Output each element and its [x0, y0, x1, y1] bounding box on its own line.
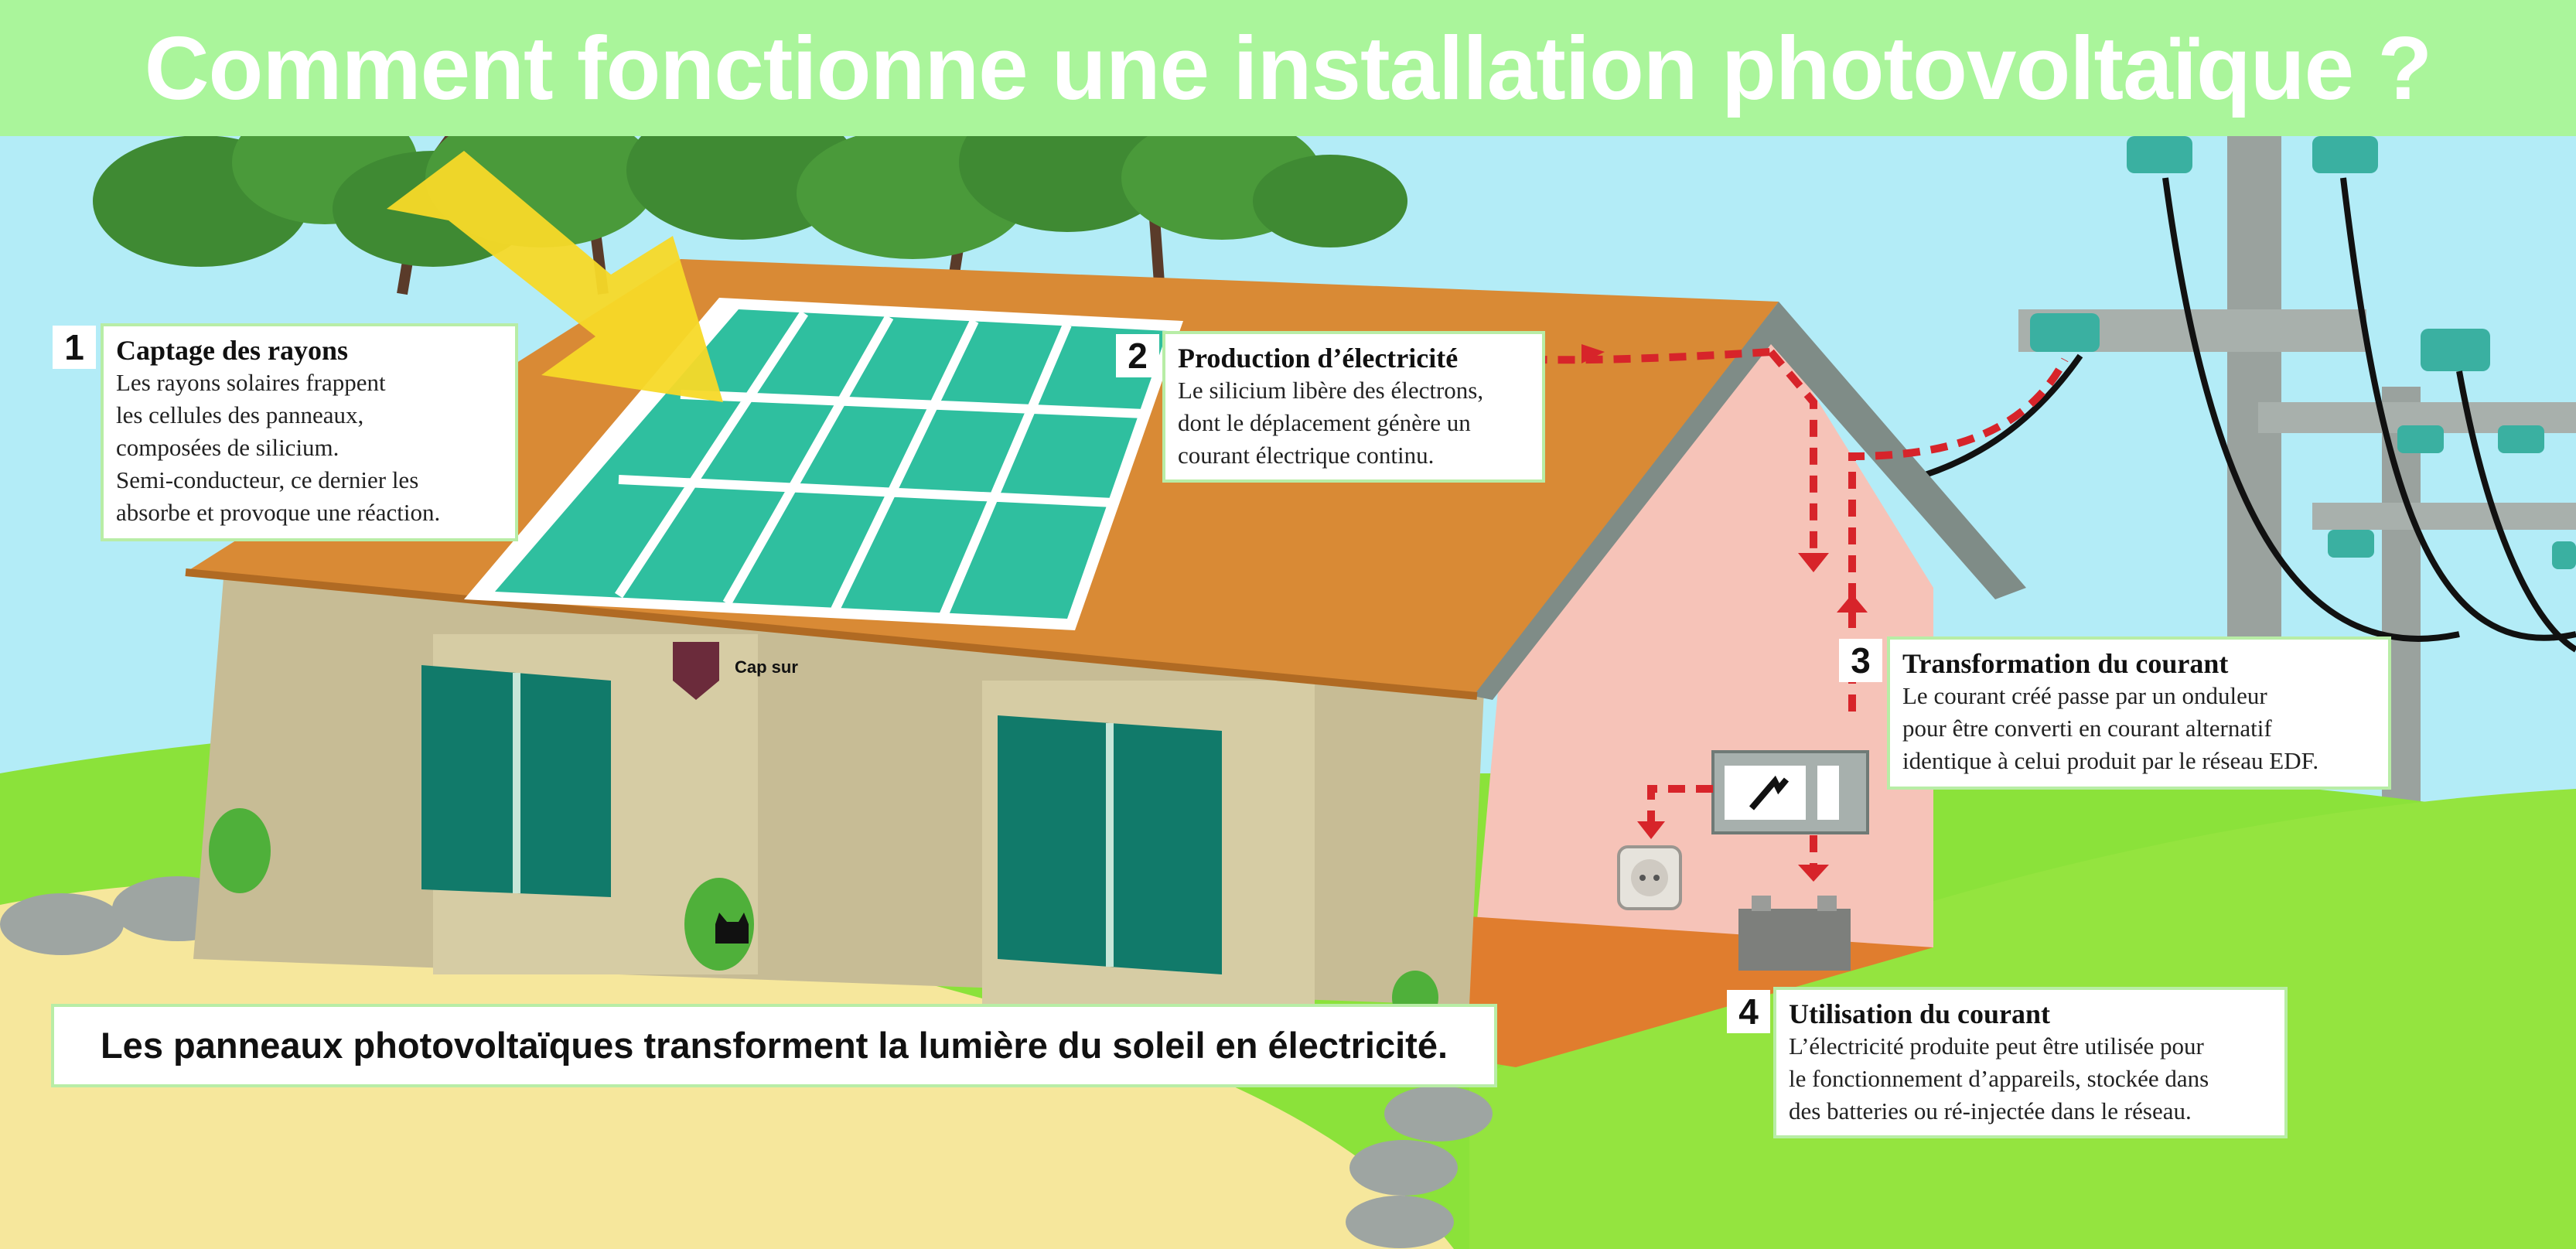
step-4-title: Utilisation du courant — [1789, 998, 2051, 1029]
caption-box: Les panneaux photovoltaïques transformen… — [51, 1004, 1497, 1087]
step-3-line: identique à celui produit par le réseau … — [1902, 747, 2319, 774]
solar-panel — [464, 298, 1183, 630]
step-2-line: dont le déplacement génère un — [1178, 409, 1471, 436]
step-4-line: des batteries ou ré-injectée dans le rés… — [1789, 1097, 2192, 1124]
header-banner: Comment fonctionne une installation phot… — [0, 0, 2576, 136]
step-2-box: Production d’électricité Le silicium lib… — [1162, 331, 1545, 483]
flow-arrowheads — [1581, 344, 1868, 882]
step-1-title: Captage des rayons — [116, 335, 349, 366]
step-3-box: Transformation du courant Le courant cré… — [1887, 636, 2391, 790]
step-4-line: L’électricité produite peut être utilisé… — [1789, 1032, 2204, 1060]
step-1-line: composées de silicium. — [116, 434, 339, 461]
step-2-line: courant électrique continu. — [1178, 442, 1435, 469]
step-1-line: absorbe et provoque une réaction. — [116, 499, 441, 526]
windows — [421, 665, 1222, 974]
svg-text:Cap sur: Cap sur — [735, 657, 798, 677]
step-1-line: Les rayons solaires frappent — [116, 369, 386, 396]
battery-icon — [1738, 896, 1851, 971]
step-3-line: Le courant créé passe par un onduleur — [1902, 682, 2267, 709]
step-2-line: Le silicium libère des électrons, — [1178, 377, 1484, 404]
step-2-title: Production d’électricité — [1178, 343, 1459, 374]
step-1-number: 1 — [53, 326, 96, 369]
step-1-line: Semi-conducteur, ce dernier les — [116, 466, 419, 493]
step-4-number: 4 — [1727, 990, 1770, 1033]
roof-edge — [1473, 302, 2026, 700]
cat-icon — [715, 913, 749, 944]
step-4-box: Utilisation du courant L’électricité pro… — [1773, 987, 2288, 1138]
step-2-number: 2 — [1116, 334, 1159, 377]
step-4-line: le fonctionnement d’appareils, stockée d… — [1789, 1065, 2209, 1092]
page-title: Comment fonctionne une installation phot… — [144, 18, 2433, 118]
power-socket-icon — [1617, 845, 1682, 910]
step-3-number: 3 — [1839, 639, 1882, 682]
step-1-line: les cellules des panneaux, — [116, 401, 364, 428]
sun-ray-arrow — [387, 151, 723, 402]
house-logo-icon: Cap sur — [673, 642, 798, 700]
inverter-icon — [1711, 750, 1869, 834]
step-3-line: pour être converti en courant alternatif — [1902, 715, 2272, 742]
step-1-box: Captage des rayons Les rayons solaires f… — [101, 323, 518, 541]
step-3-title: Transformation du courant — [1902, 648, 2229, 679]
